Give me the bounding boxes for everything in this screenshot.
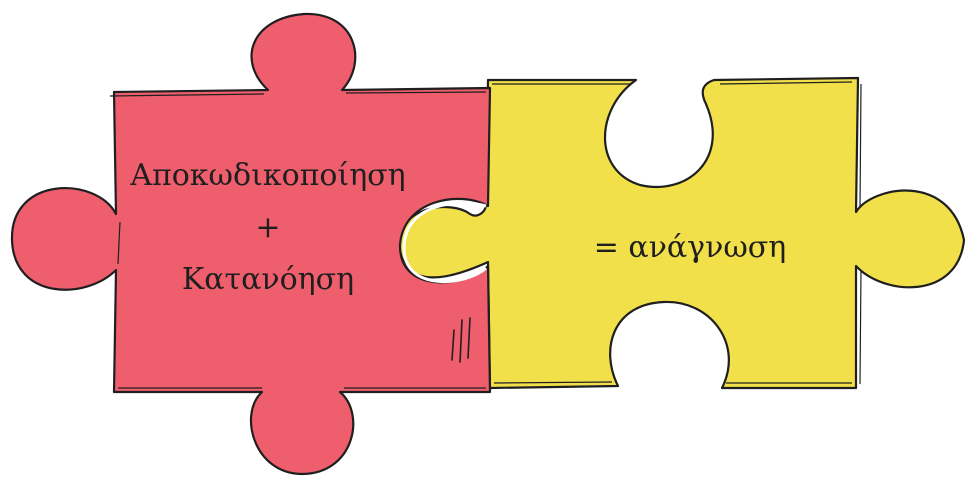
red-piece-highlight-strokes xyxy=(451,317,471,363)
left-piece-line-2: + xyxy=(255,210,281,245)
red-puzzle-piece xyxy=(10,12,492,476)
right-piece-label: = ανάγνωση xyxy=(570,228,810,268)
left-piece-line-3: Κατανόηση xyxy=(181,262,355,297)
yellow-piece-sketch-outline xyxy=(492,81,862,385)
red-piece-sketch-outline xyxy=(109,91,487,389)
interlock-seam xyxy=(402,201,488,284)
left-piece-label: Αποκωδικοποίηση + Κατανόηση xyxy=(128,150,408,306)
right-piece-line-1: = ανάγνωση xyxy=(593,230,787,265)
left-piece-line-1: Αποκωδικοποίηση xyxy=(130,158,406,193)
